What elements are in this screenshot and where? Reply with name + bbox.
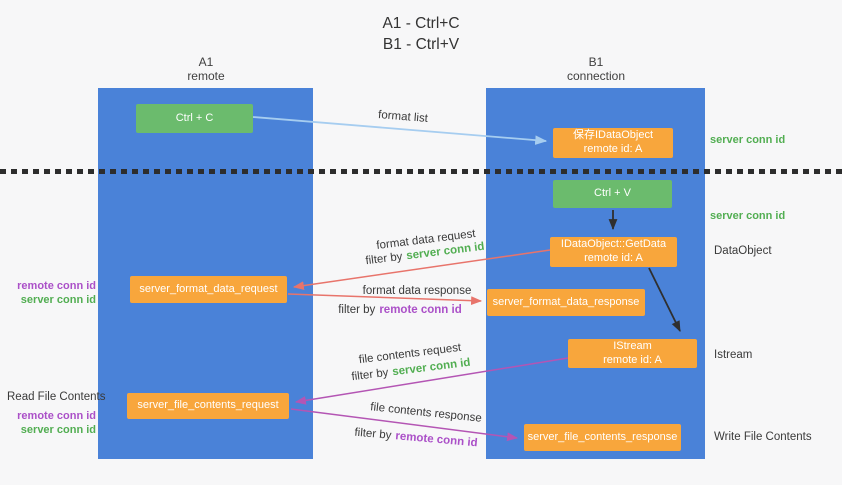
server-conn-id-annotation: server conn id	[20, 424, 96, 437]
save-idataobject-line2: remote id: A	[583, 143, 643, 155]
file-contents-response-label: file contents response	[369, 401, 483, 425]
server-conn-id-annotation-mid: server conn id	[710, 210, 786, 222]
save-idataobject-line1: 保存IDataObject	[572, 129, 654, 142]
format-data-response-label: format data response	[362, 285, 472, 297]
filter-by-text: filter by	[350, 366, 390, 384]
title-line-2: B1 - Ctrl+V	[382, 36, 460, 54]
istream-box: IStream remote id: A	[568, 339, 697, 368]
format-response-label: server_format_data_response	[492, 295, 640, 308]
save-idataobject-box: 保存IDataObject remote id: A	[553, 128, 673, 158]
istream-annotation: Istream	[714, 349, 753, 361]
server-format-data-request-box: server_format_data_request	[130, 276, 287, 303]
server-file-contents-response-box: server_file_contents_response	[524, 424, 681, 451]
istream-line1: IStream	[613, 339, 652, 352]
format-request-label: server_format_data_request	[139, 282, 278, 295]
ctrl-v-box: Ctrl + V	[553, 180, 672, 208]
diagram-title: A1 - Ctrl+C B1 - Ctrl+V	[0, 13, 842, 56]
server-format-data-response-box: server_format_data_response	[487, 289, 645, 316]
lane-b1-role: connection	[566, 69, 626, 84]
ctrl-c-box: Ctrl + C	[136, 104, 253, 133]
getdata-line2: remote id: A	[584, 252, 643, 264]
format-conn-id-stack: remote conn id server conn id	[0, 279, 96, 308]
file-response-label: server_file_contents_response	[527, 430, 678, 443]
lane-a1-role: remote	[187, 69, 225, 84]
filter-by-text: filter by	[353, 426, 392, 442]
format-list-label: format list	[377, 109, 429, 125]
server-conn-id-annotation-top: server conn id	[710, 134, 786, 146]
lane-header-b1: B1 connection	[536, 55, 656, 83]
file-conn-id-stack: remote conn id server conn id	[0, 409, 96, 438]
file-request-label: server_file_contents_request	[137, 399, 279, 412]
filter-by-text: filter by	[364, 250, 404, 268]
remote-conn-id-annotation: remote conn id	[17, 280, 96, 292]
lane-a1-name: A1	[198, 55, 214, 69]
ctrl-c-label: Ctrl + C	[175, 111, 214, 124]
server-conn-id-annotation: server conn id	[20, 294, 96, 307]
remote-conn-id-text: remote conn id	[394, 430, 479, 450]
remote-conn-id-annotation: remote conn id	[17, 410, 96, 422]
istream-line2: remote id: A	[603, 353, 662, 366]
server-file-contents-request-box: server_file_contents_request	[127, 393, 289, 419]
ctrl-v-label: Ctrl + V	[594, 187, 631, 200]
dotted-separator	[0, 169, 842, 174]
getdata-line1: IDataObject::GetData	[560, 238, 667, 251]
idataobject-getdata-box: IDataObject::GetData remote id: A	[550, 237, 677, 267]
read-file-contents-annotation: Read File Contents	[7, 391, 106, 403]
lane-header-a1: A1 remote	[146, 55, 266, 83]
dataobject-annotation: DataObject	[714, 245, 772, 257]
write-file-contents-annotation: Write File Contents	[714, 431, 812, 443]
remote-conn-id-text: remote conn id	[379, 304, 462, 316]
title-line-1: A1 - Ctrl+C	[382, 15, 460, 32]
filter-by-text: filter by	[338, 304, 376, 316]
lane-b1-name: B1	[588, 55, 604, 69]
